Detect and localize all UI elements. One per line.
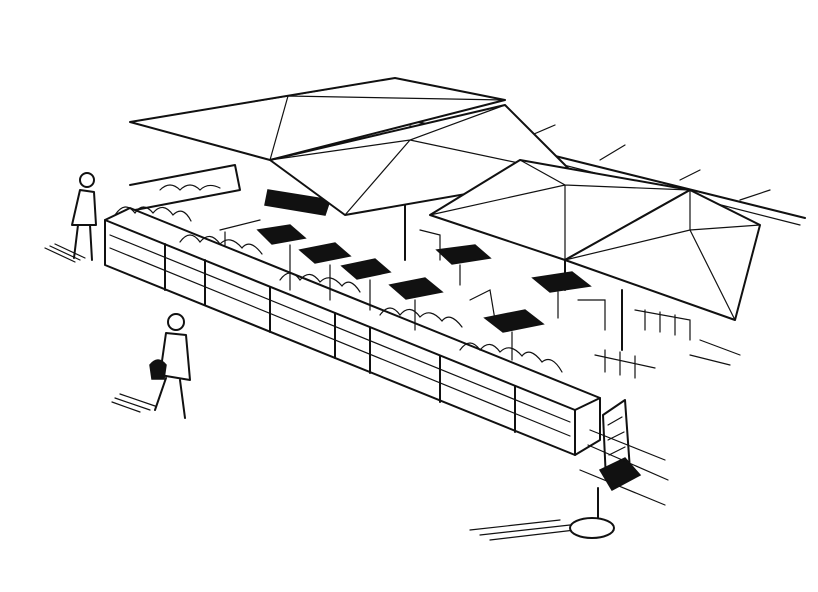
ground-hatching <box>44 243 576 541</box>
cafe-tables <box>219 189 691 379</box>
shrubs <box>114 206 563 373</box>
menu-sign <box>569 399 669 539</box>
glass-screen <box>129 164 241 211</box>
planter-fence <box>104 206 601 456</box>
pedestrian-left <box>71 172 97 261</box>
umbrella-back <box>129 77 506 161</box>
pedestrian-center <box>149 313 191 419</box>
umbrella-far-right <box>564 189 761 321</box>
